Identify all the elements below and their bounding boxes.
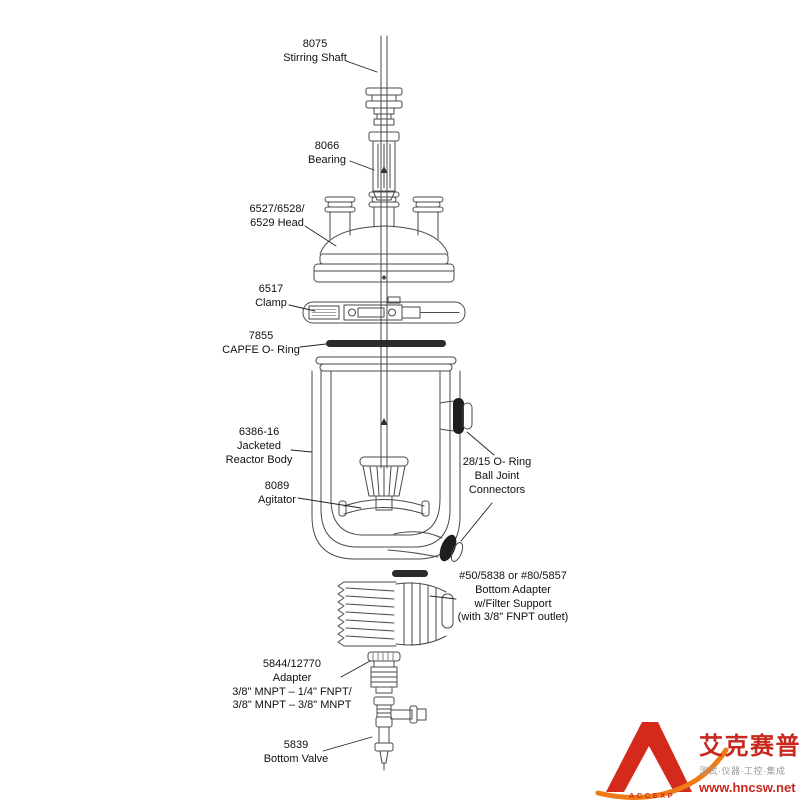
head-spade-mark: ♠: [382, 272, 387, 282]
label-bearing: 8066 Bearing: [308, 140, 346, 166]
label-head: 6527/6528/ 6529 Head: [249, 203, 305, 229]
head-drawing: ♠: [313, 191, 455, 283]
reactor-body-drawing: [311, 356, 473, 562]
logo-tagline: 测试·仪器·工控·集成: [699, 766, 786, 776]
label-capfe-o-ring: 7855 CAPFE O- Ring: [222, 330, 300, 356]
label-agitator: 8089 Agitator: [258, 480, 296, 506]
upper-ball-joint-connector-drawing: [439, 398, 473, 434]
label-ball-joint-connectors: 28/15 O- Ring Ball Joint Connectors: [462, 456, 532, 496]
logo-brand-cn: 艾克赛普: [699, 733, 800, 760]
bottom-valve-drawing: [373, 696, 427, 771]
accexp-logo-text: 艾克赛普 测试·仪器·工控·集成 www.hncsw.net: [699, 733, 800, 796]
agitator-drawing: [338, 456, 430, 517]
capfe-o-ring-drawing: [326, 340, 446, 347]
shaft-coupling-drawing: [365, 87, 403, 126]
adapter-drawing: [367, 651, 401, 694]
label-bottom-adapter: #50/5838 or #80/5857 Bottom Adapter w/Fi…: [457, 570, 569, 624]
label-reactor-body: 6386-16 Jacketed Reactor Body: [225, 426, 293, 466]
logo-brand-en: ACCEXP: [628, 791, 676, 800]
accexp-logo-mark: [595, 722, 729, 800]
lower-ball-joint-connector-drawing: [387, 531, 464, 562]
label-bottom-valve: 5839 Bottom Valve: [263, 739, 329, 765]
bottom-adapter-drawing: [337, 570, 454, 647]
bearing-drawing: [368, 131, 400, 201]
label-adapter: 5844/12770 Adapter 3/8" MNPT – 1/4" FNPT…: [232, 658, 352, 712]
label-stirring-shaft: 8075 Stirring Shaft: [283, 38, 347, 64]
label-clamp: 6517 Clamp: [255, 283, 287, 309]
logo-url[interactable]: www.hncsw.net: [699, 780, 796, 795]
leader-lines: [288, 60, 495, 752]
clamp-drawing: [302, 296, 466, 324]
